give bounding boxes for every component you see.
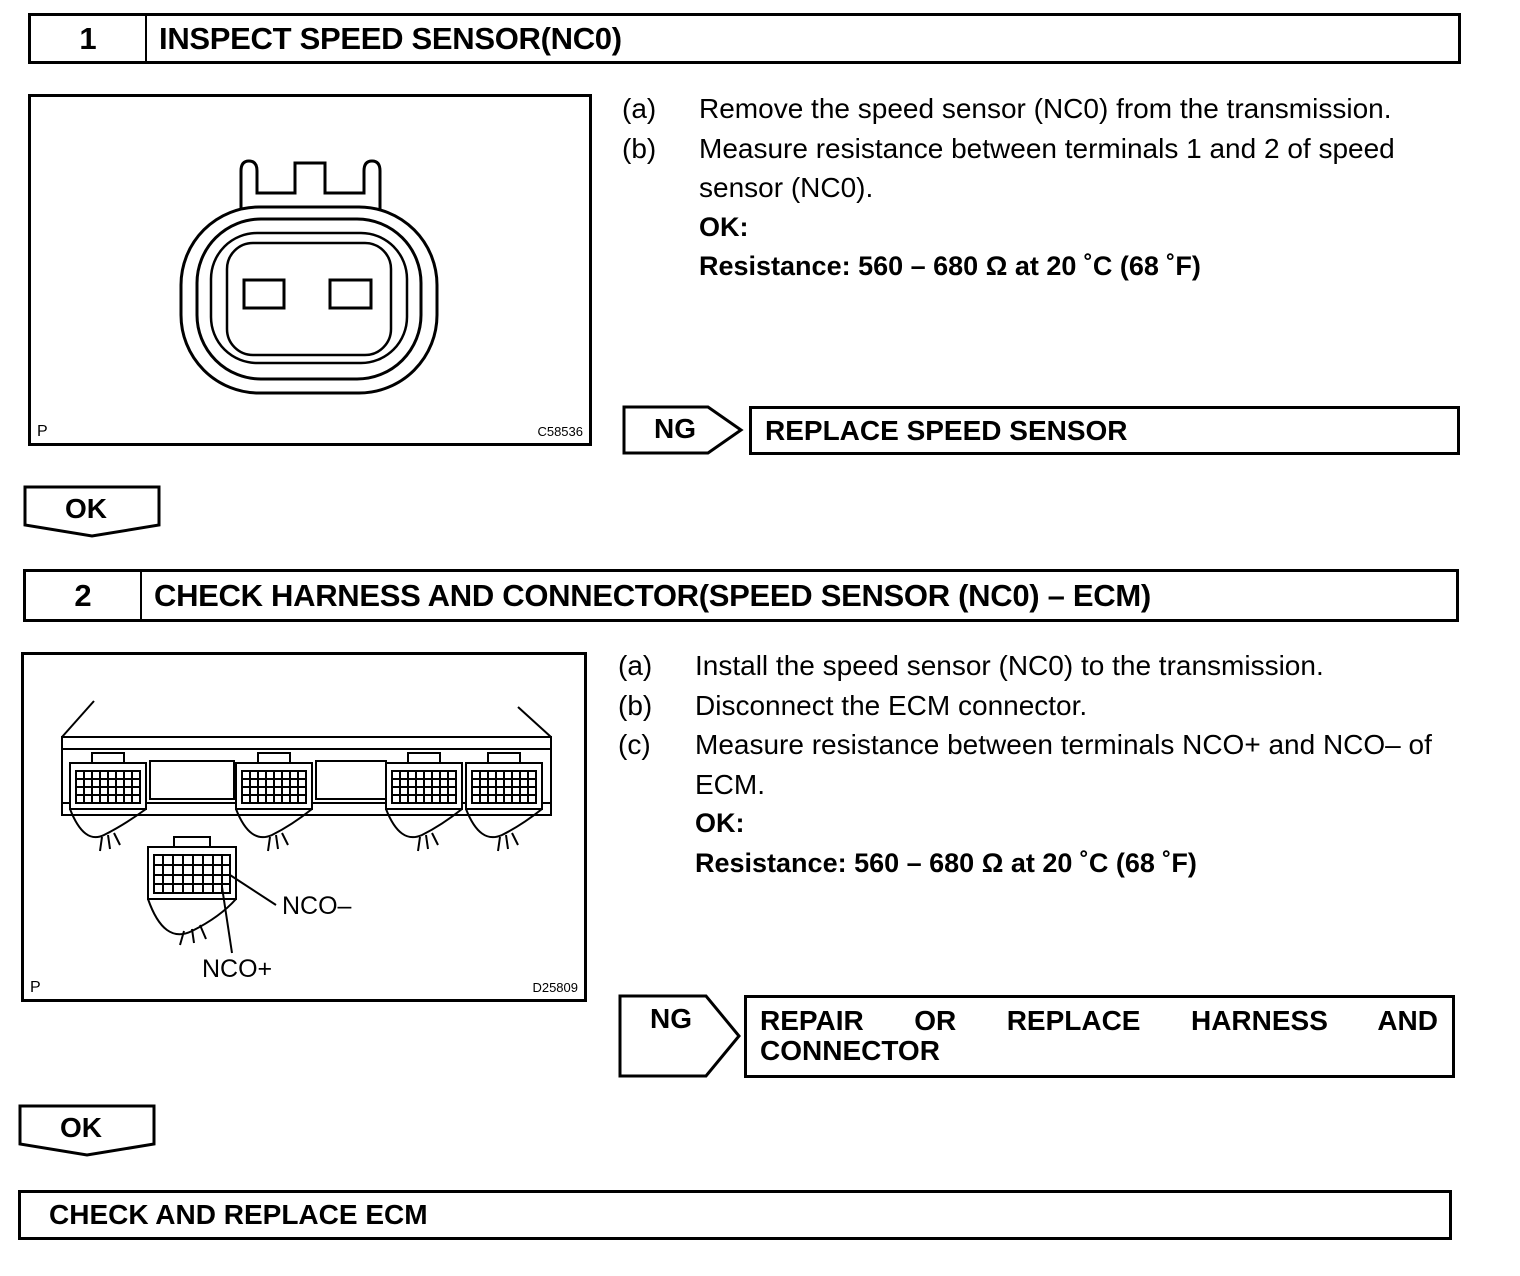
step1-title: INSPECT SPEED SENSOR(NC0) bbox=[159, 20, 622, 56]
step1-header: 1 INSPECT SPEED SENSOR(NC0) bbox=[28, 13, 1461, 64]
step2-instruction-c-text: Measure resistance between terminals NCO… bbox=[695, 729, 1432, 800]
step1-instruction-b-text: Measure resistance between terminals 1 a… bbox=[699, 132, 1395, 204]
step2-number: 2 bbox=[26, 572, 142, 619]
step1-instruction-b-letter: (b) bbox=[622, 132, 657, 164]
speed-sensor-connector-drawing bbox=[179, 159, 439, 395]
step1-ok-tab: OK bbox=[23, 485, 163, 539]
step2-ng-action: REPAIR OR REPLACE HARNESS AND CONNECTOR bbox=[744, 995, 1455, 1078]
step2-instruction-a-letter: (a) bbox=[618, 650, 653, 681]
step1-ok-heading: OK: bbox=[699, 211, 749, 242]
step1-ng-label: NG bbox=[654, 413, 696, 444]
step2-ng-action-text: REPAIR OR REPLACE HARNESS AND CONNECTOR bbox=[760, 1005, 1438, 1066]
step1-ok-label: OK bbox=[65, 493, 107, 524]
step1-ng-action: REPLACE SPEED SENSOR bbox=[749, 406, 1460, 455]
step2-ok-tab: OK bbox=[18, 1104, 158, 1158]
step2-instructions: (a) Install the speed sensor (NC0) to th… bbox=[618, 646, 1468, 883]
step1-figure-p-label: P bbox=[37, 423, 48, 440]
step2-instruction-a-text: Install the speed sensor (NC0) to the tr… bbox=[695, 650, 1324, 681]
step1-ng-arrow: NG bbox=[622, 405, 744, 455]
step2-ng-arrow: NG bbox=[618, 994, 742, 1078]
step2-header: 2 CHECK HARNESS AND CONNECTOR(SPEED SENS… bbox=[23, 569, 1459, 622]
final-action-text: CHECK AND REPLACE ECM bbox=[49, 1199, 428, 1230]
step2-instruction-a: (a) Install the speed sensor (NC0) to th… bbox=[618, 646, 1468, 686]
step2-instruction-b: (b) Disconnect the ECM connector. bbox=[618, 686, 1468, 726]
step2-title: CHECK HARNESS AND CONNECTOR(SPEED SENSOR… bbox=[154, 577, 1151, 613]
step1-ng-action-text: REPLACE SPEED SENSOR bbox=[765, 414, 1128, 446]
step1-instructions: (a) Remove the speed sensor (NC0) from t… bbox=[622, 89, 1472, 287]
step1-instruction-a-text: Remove the speed sensor (NC0) from the t… bbox=[699, 93, 1392, 124]
step2-ok-heading: OK: bbox=[695, 808, 745, 838]
step1-number: 1 bbox=[31, 16, 147, 61]
ok-arrow-shape bbox=[18, 1104, 156, 1157]
ecm-connector-drawing bbox=[61, 700, 552, 954]
step2-resistance-spec: Resistance: 560 – 680 Ω at 20 ˚C (68 ˚F) bbox=[695, 847, 1197, 878]
step2-ng-label: NG bbox=[650, 1003, 692, 1034]
step1-figure-code: C58536 bbox=[537, 424, 583, 439]
step2-figure: NCO– NCO+ P D25809 bbox=[21, 652, 587, 1002]
step2-instruction-c-letter: (c) bbox=[618, 729, 651, 760]
step2-figure-p-label: P bbox=[30, 979, 41, 996]
step2-instruction-b-text: Disconnect the ECM connector. bbox=[695, 689, 1088, 721]
step2-instruction-b-letter: (b) bbox=[618, 689, 653, 721]
step2-ok-label: OK bbox=[60, 1112, 102, 1143]
step1-instruction-b: (b) Measure resistance between terminals… bbox=[622, 129, 1472, 208]
nco-minus-label: NCO– bbox=[282, 892, 352, 920]
nco-plus-label: NCO+ bbox=[202, 955, 273, 983]
final-action-box: CHECK AND REPLACE ECM bbox=[18, 1190, 1452, 1240]
step1-figure: P C58536 bbox=[28, 94, 592, 446]
ng-arrow-shape bbox=[618, 994, 741, 1078]
step2-instruction-c: (c) Measure resistance between terminals… bbox=[618, 725, 1468, 804]
ng-arrow-shape bbox=[622, 405, 744, 455]
step1-instruction-a: (a) Remove the speed sensor (NC0) from t… bbox=[622, 89, 1472, 129]
step2-figure-code: D25809 bbox=[532, 980, 578, 995]
step1-instruction-a-letter: (a) bbox=[622, 93, 657, 124]
ok-arrow-shape bbox=[23, 485, 161, 538]
step1-resistance-spec: Resistance: 560 – 680 Ω at 20 ˚C (68 ˚F) bbox=[699, 251, 1201, 281]
